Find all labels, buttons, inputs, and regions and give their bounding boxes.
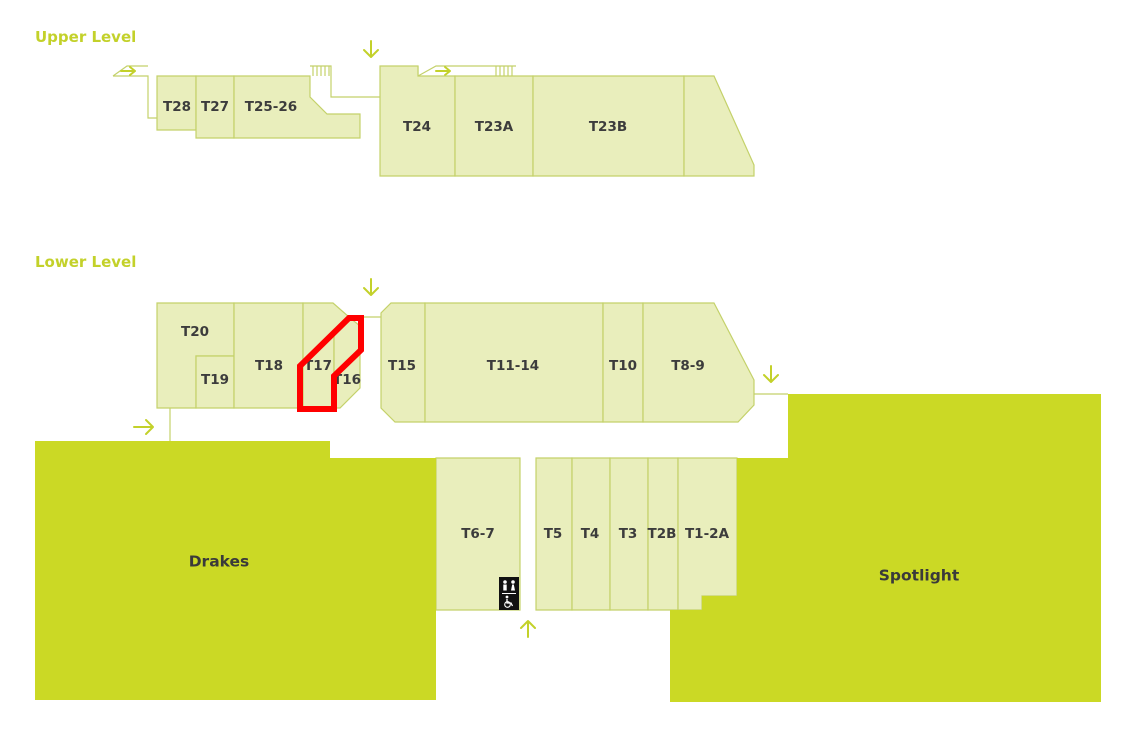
highlighted-tenancy-outline: [297, 315, 364, 412]
tenancy-label: T16: [333, 372, 361, 388]
tenancy-label: T1-2A: [685, 526, 730, 542]
tenancy-label: T25-26: [245, 99, 297, 115]
upper-walkway: [417, 65, 516, 77]
toilets-accessible-icon: [499, 577, 519, 610]
arrow-icon: [435, 66, 451, 76]
tenancy-label: T2B: [648, 526, 677, 542]
tenancy-label: T17: [304, 358, 332, 374]
arrow-icon: [363, 278, 379, 296]
upper-walkway: [112, 65, 157, 119]
tenancy-t18[interactable]: [233, 302, 304, 409]
anchor-label: Spotlight: [879, 567, 960, 585]
tenancy-unlabelled[interactable]: [683, 75, 755, 177]
tenancy-label: T23A: [475, 119, 514, 135]
arrow-icon: [363, 40, 379, 58]
tenancy-label: T18: [255, 358, 283, 374]
tenancy-label: T11-14: [487, 358, 539, 374]
stairs-icon: [312, 66, 513, 76]
tenancy-label: T27: [201, 99, 229, 115]
arrow-icon: [133, 419, 154, 435]
tenancy-label: T8-9: [671, 358, 705, 374]
tenancy-label: T6-7: [461, 526, 495, 542]
tenancy-label: T20: [181, 324, 209, 340]
tenancy-label: T10: [609, 358, 637, 374]
lower-level-title: Lower Level: [35, 253, 136, 271]
arrow-icon: [763, 365, 779, 383]
tenancy-label: T28: [163, 99, 191, 115]
tenancy-label: T24: [403, 119, 431, 135]
arrow-icon: [120, 66, 136, 76]
tenancy-label: T4: [581, 526, 600, 542]
anchor-label: Drakes: [189, 553, 250, 571]
tenancy-label: T15: [388, 358, 416, 374]
anchor-spotlight[interactable]: [670, 394, 1101, 702]
tenancy-label: T3: [619, 526, 638, 542]
arrow-icon: [520, 620, 536, 638]
tenancy-label: T5: [544, 526, 563, 542]
tenancy-label: T23B: [589, 119, 627, 135]
anchor-drakes[interactable]: [35, 441, 436, 700]
tenancy-label: T19: [201, 372, 229, 388]
upper-level-title: Upper Level: [35, 28, 136, 46]
tenancy-t8-9[interactable]: [642, 302, 755, 423]
tenancy-t25-26[interactable]: [233, 75, 361, 139]
